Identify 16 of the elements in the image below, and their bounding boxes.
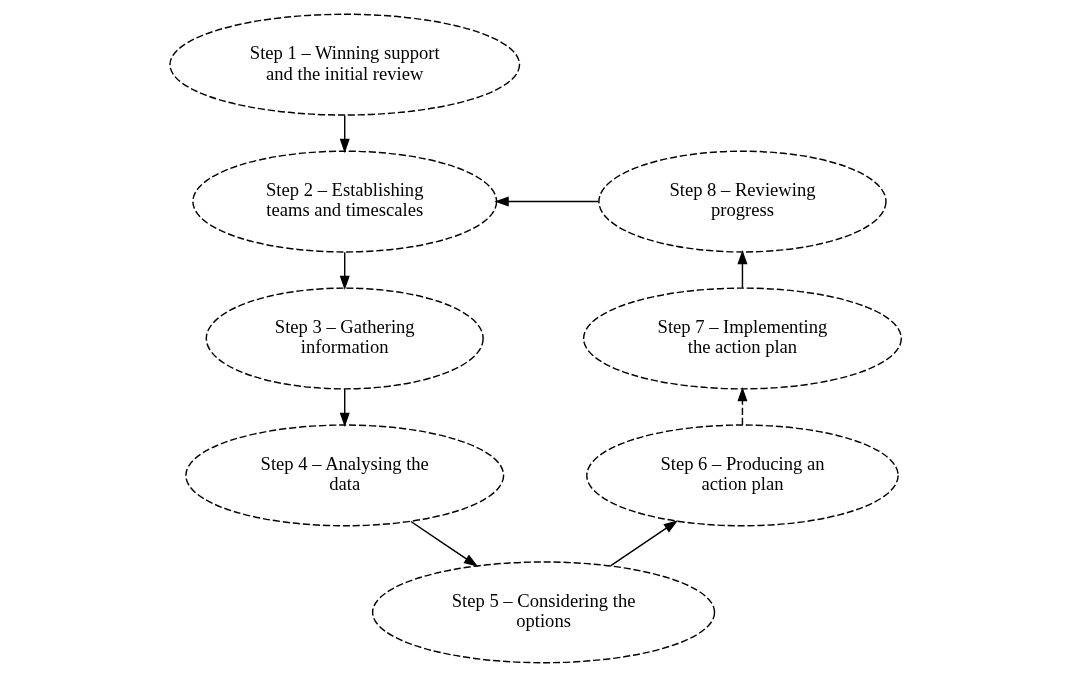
arrow bbox=[737, 250, 748, 289]
arrow bbox=[494, 196, 600, 207]
node-ellipse: Step 8 – Reviewing progress bbox=[598, 150, 887, 253]
node-ellipse: Step 2 – Establishing teams and timescales bbox=[192, 150, 498, 253]
node-ellipse: Step 4 – Analysing the data bbox=[185, 424, 505, 527]
arrow bbox=[339, 251, 350, 291]
arrow bbox=[339, 388, 350, 427]
node-ellipse: Step 6 – Producing an action plan bbox=[586, 424, 899, 527]
node-ellipse: Step 5 – Considering the options bbox=[371, 561, 716, 664]
node-ellipse: Step 3 – Gathering information bbox=[205, 287, 484, 390]
arrow bbox=[737, 386, 748, 426]
arrow bbox=[410, 520, 479, 567]
node-ellipse: Step 7 – Implementing the action plan bbox=[582, 287, 902, 390]
node-ellipse: Step 1 – Winning support and the initial review bbox=[169, 13, 521, 116]
arrow bbox=[610, 520, 678, 567]
arrow bbox=[339, 114, 350, 154]
